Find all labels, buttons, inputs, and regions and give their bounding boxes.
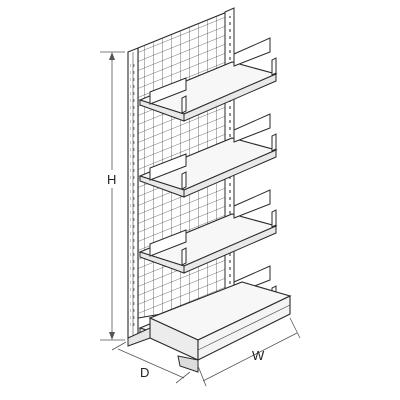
height-dimension: H (100, 51, 125, 341)
shelf-end-bracket (181, 171, 187, 190)
shelf-3 (138, 189, 278, 274)
shelf-1 (138, 37, 278, 122)
shelf-2 (138, 113, 278, 198)
shelf-end-bracket (271, 57, 277, 76)
shelf-divider-left (149, 229, 187, 257)
shelf-divider-right (233, 189, 271, 219)
shelf-divider-left (149, 77, 187, 105)
width-dimension: W (197, 317, 301, 387)
shelf-side-lip (139, 175, 185, 198)
height-label: H (107, 172, 116, 187)
shelf-divider-right (233, 37, 271, 67)
shelf-end-bracket (271, 209, 277, 228)
upright-post (127, 47, 139, 339)
width-label: W (252, 348, 265, 363)
shelf-end-bracket (181, 247, 187, 266)
shelf-divider-left (149, 153, 187, 181)
shelf-side-lip (139, 99, 185, 122)
depth-dimension: D (111, 341, 191, 384)
shelf-end-bracket (271, 133, 277, 152)
depth-label: D (140, 365, 149, 380)
shelf-end-bracket (181, 95, 187, 114)
shelf-side-lip (139, 251, 185, 274)
shelf-divider-right (233, 113, 271, 143)
base-plinth (127, 281, 292, 373)
